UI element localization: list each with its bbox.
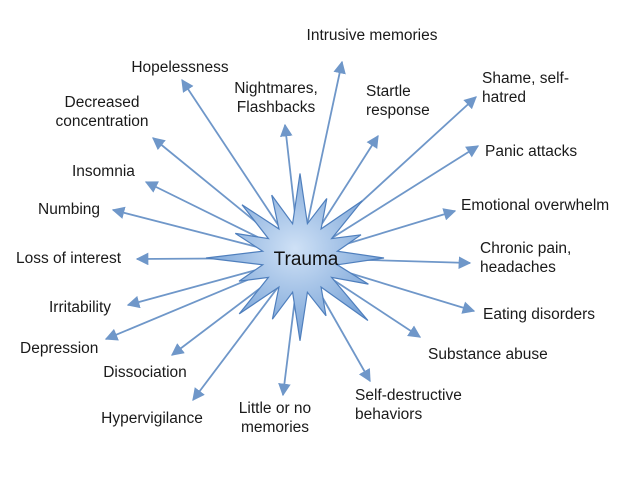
label-depression: Depression [20, 340, 98, 357]
label-line: Self-destructive [355, 387, 462, 404]
label-little-or-no-memories: Little or no memories [239, 400, 311, 436]
label-hypervigilance: Hypervigilance [101, 410, 203, 427]
label-dissociation: Dissociation [103, 364, 187, 381]
label-line: Irritability [49, 299, 111, 316]
label-line: Panic attacks [485, 143, 577, 160]
label-line: concentration [55, 113, 148, 130]
label-line: Intrusive memories [307, 27, 438, 44]
label-intrusive-memories: Intrusive memories [307, 27, 438, 44]
label-line: hatred [482, 89, 526, 106]
label-line: memories [241, 419, 309, 436]
label-line: Dissociation [103, 364, 187, 381]
label-line: Flashbacks [237, 99, 316, 116]
label-line: Eating disorders [483, 306, 595, 323]
label-numbing: Numbing [38, 201, 100, 218]
label-decreased-concentration: Decreased concentration [55, 94, 148, 130]
label-line: Loss of interest [16, 250, 122, 267]
label-line: Numbing [38, 201, 100, 218]
label-line: Nightmares, [234, 80, 318, 97]
label-line: Emotional overwhelm [461, 197, 609, 214]
label-line: Little or no [239, 400, 311, 417]
label-line: Chronic pain, [480, 240, 571, 257]
center-label-trauma: Trauma [274, 249, 339, 270]
label-chronic-pain-headaches: Chronic pain, headaches [480, 240, 571, 276]
label-eating-disorders: Eating disorders [483, 306, 595, 323]
label-insomnia: Insomnia [72, 163, 135, 180]
label-shame-self-hatred: Shame, self-hatred [482, 70, 569, 106]
label-line: Depression [20, 340, 98, 357]
label-line: Hopelessness [131, 59, 229, 76]
label-startle-response: Startle response [366, 83, 430, 119]
label-line: Hypervigilance [101, 410, 203, 427]
label-line: headaches [480, 259, 556, 276]
label-irritability: Irritability [49, 299, 111, 316]
label-nightmares-flashbacks: Nightmares, Flashbacks [234, 80, 318, 116]
label-line: response [366, 102, 430, 119]
label-loss-of-interest: Loss of interest [16, 250, 122, 267]
label-emotional-overwhelm: Emotional overwhelm [461, 197, 609, 214]
trauma-starburst: Trauma [205, 173, 385, 341]
label-line: behaviors [355, 406, 422, 423]
label-panic-attacks: Panic attacks [485, 143, 577, 160]
label-line: Decreased [65, 94, 140, 111]
label-line: Startle [366, 83, 411, 100]
label-line: Shame, self- [482, 70, 569, 87]
labels-group: Intrusive memoriesHopelessnessNightmares… [16, 27, 609, 436]
label-line: Substance abuse [428, 346, 548, 363]
label-self-destructive-behaviors: Self-destructive behaviors [355, 387, 462, 423]
label-hopelessness: Hopelessness [131, 59, 229, 76]
label-line: Insomnia [72, 163, 135, 180]
starburst-shape [205, 173, 385, 341]
label-substance-abuse: Substance abuse [428, 346, 548, 363]
